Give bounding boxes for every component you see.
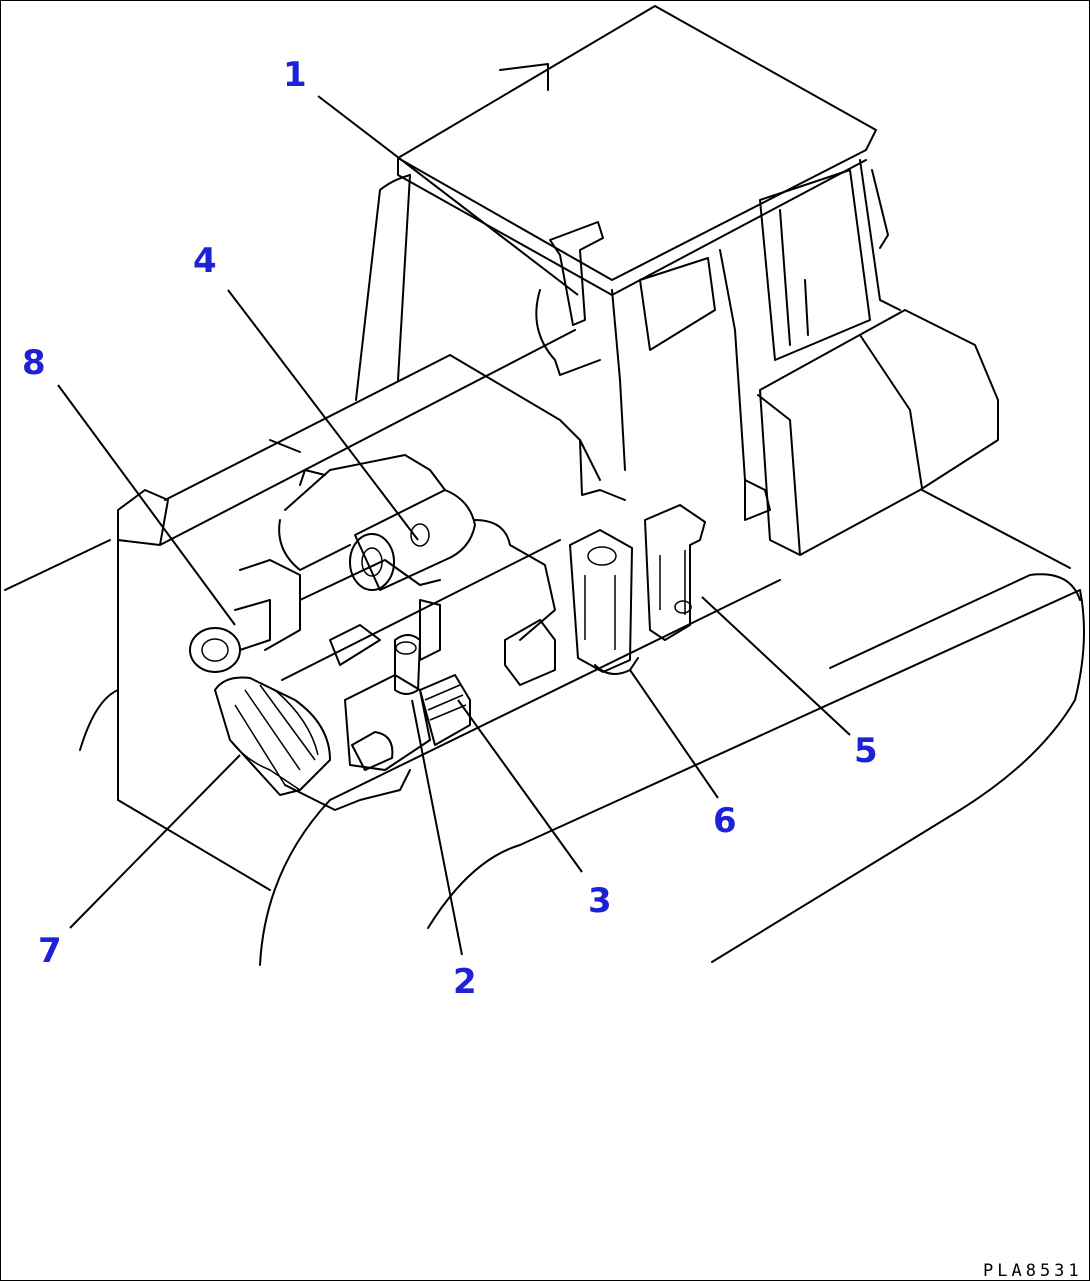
callout-7: 7	[38, 931, 62, 971]
engine	[189, 454, 556, 811]
leader-5	[701, 596, 851, 736]
hydraulic-filters	[569, 504, 706, 675]
callout-8: 8	[22, 343, 46, 383]
callout-1: 1	[283, 55, 307, 95]
leader-1	[317, 95, 579, 296]
leader-8	[57, 384, 236, 626]
callout-2: 2	[453, 962, 477, 1002]
callout-4: 4	[193, 241, 217, 281]
engine-hood	[117, 329, 626, 891]
callouts: 1 2 3 4 5 6 7 8	[22, 55, 878, 1002]
leader-2	[411, 699, 463, 956]
leader-6	[629, 669, 719, 799]
leader-4	[227, 289, 419, 541]
callout-3: 3	[588, 881, 612, 921]
cab	[355, 5, 999, 556]
leader-lines	[57, 95, 851, 956]
drawing-code: PLA8531	[983, 1261, 1083, 1281]
callout-6: 6	[713, 801, 737, 841]
leader-7	[69, 754, 241, 929]
track-frame	[4, 489, 1085, 966]
leader-3	[457, 699, 583, 873]
callout-5: 5	[854, 731, 878, 771]
